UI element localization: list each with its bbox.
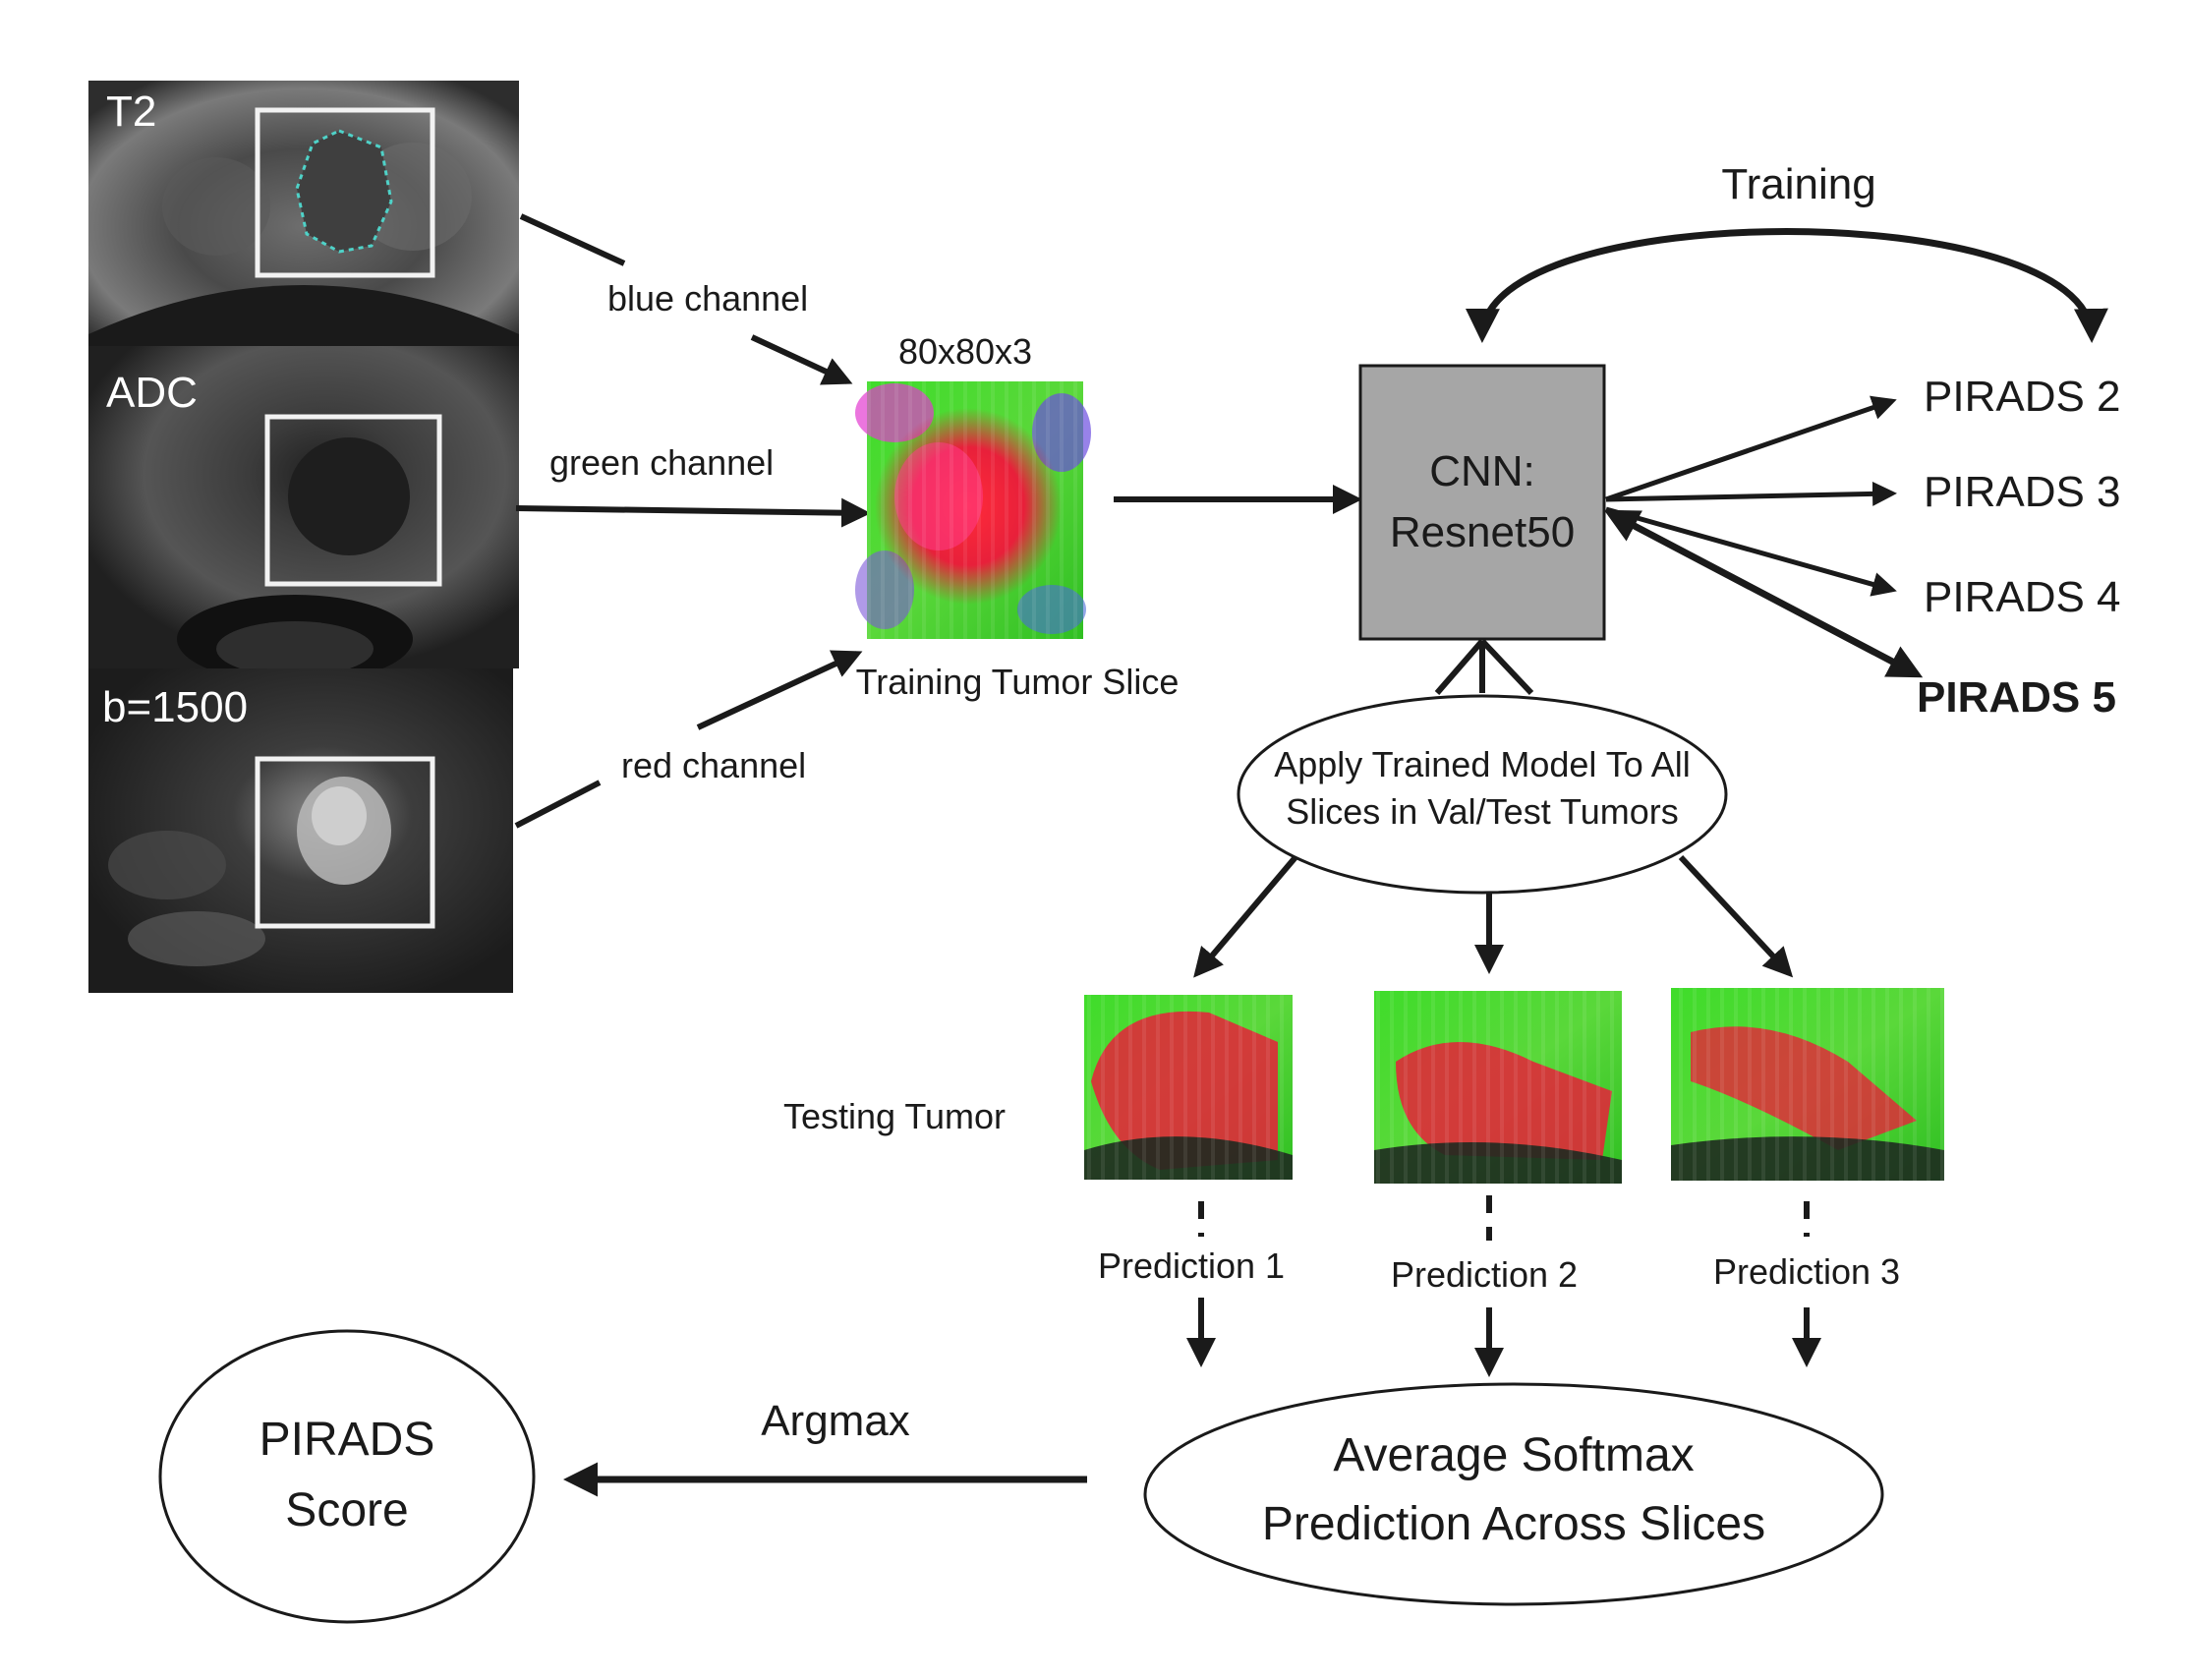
training-slice-caption: Training Tumor Slice	[856, 662, 1180, 702]
green-channel-label: green channel	[549, 442, 774, 483]
training-slice-image	[855, 381, 1091, 639]
pirads-output-4: PIRADS 4	[1924, 573, 2121, 621]
argmax-label: Argmax	[761, 1397, 910, 1445]
training-label: Training	[1721, 160, 1875, 208]
t2-tumor-contour	[295, 129, 393, 254]
t2-roi-box	[255, 107, 435, 278]
channel-arrows	[514, 213, 871, 829]
b1500-roi-box	[255, 756, 435, 929]
pirads-score-line2: Score	[285, 1484, 408, 1536]
pirads-score-line1: PIRADS	[259, 1414, 435, 1466]
blue-channel-line-upper	[519, 213, 626, 266]
prediction-dashed-lines	[1186, 1195, 1821, 1377]
t2-label: T2	[106, 87, 156, 136]
pirads-output-2: PIRADS 2	[1924, 373, 2121, 421]
mri-t2-panel: T2	[88, 81, 519, 346]
b1500-label: b=1500	[102, 683, 248, 731]
apply-model-line1: Apply Trained Model To All	[1274, 744, 1691, 784]
average-softmax-line2: Prediction Across Slices	[1262, 1498, 1765, 1550]
red-channel-arrow	[696, 650, 863, 730]
pirads-output-3: PIRADS 3	[1924, 468, 2121, 516]
cnn-output-arrows	[1603, 395, 1924, 678]
output-arrow-pirads3	[1605, 481, 1897, 506]
output-arrow-pirads5	[1603, 509, 1924, 678]
testing-tumor-label: Testing Tumor	[783, 1096, 1006, 1136]
blue-channel-arrow	[750, 334, 853, 385]
cnn-line2: Resnet50	[1390, 508, 1575, 556]
adc-roi-box	[264, 414, 442, 587]
average-softmax-ellipse	[1143, 1382, 1884, 1606]
prediction-3-label: Prediction 3	[1713, 1251, 1900, 1292]
testing-slice-2	[1374, 991, 1622, 1184]
training-loop-arrow	[1466, 228, 2108, 343]
output-arrow-pirads2	[1605, 395, 1897, 502]
red-channel-label: red channel	[621, 745, 806, 785]
red-channel-line-lower	[514, 780, 602, 829]
blue-channel-label: blue channel	[607, 278, 808, 319]
cnn-line1: CNN:	[1429, 447, 1535, 495]
pirads-score-ellipse	[158, 1329, 536, 1624]
output-arrow-pirads4	[1605, 506, 1897, 597]
training-slice-dimension: 80x80x3	[898, 331, 1032, 372]
cnn-box: CNN: Resnet50	[1358, 364, 1606, 641]
pirads-output-5: PIRADS 5	[1917, 673, 2116, 722]
mri-adc-panel: ADC	[88, 346, 519, 683]
prediction-2-label: Prediction 2	[1391, 1254, 1578, 1295]
green-channel-arrow	[515, 497, 871, 528]
apply-model-ellipse	[1237, 694, 1728, 895]
testing-slice-3	[1671, 988, 1944, 1181]
average-softmax-line1: Average Softmax	[1333, 1429, 1694, 1481]
cnn-to-apply-connector	[1434, 638, 1534, 696]
mri-b1500-panel: b=1500	[88, 668, 513, 993]
adc-label: ADC	[106, 369, 198, 417]
apply-to-slice-arrows	[1193, 854, 1794, 978]
prediction-1-label: Prediction 1	[1098, 1246, 1285, 1286]
apply-model-line2: Slices in Val/Test Tumors	[1286, 791, 1678, 832]
testing-slice-1	[1084, 995, 1293, 1180]
